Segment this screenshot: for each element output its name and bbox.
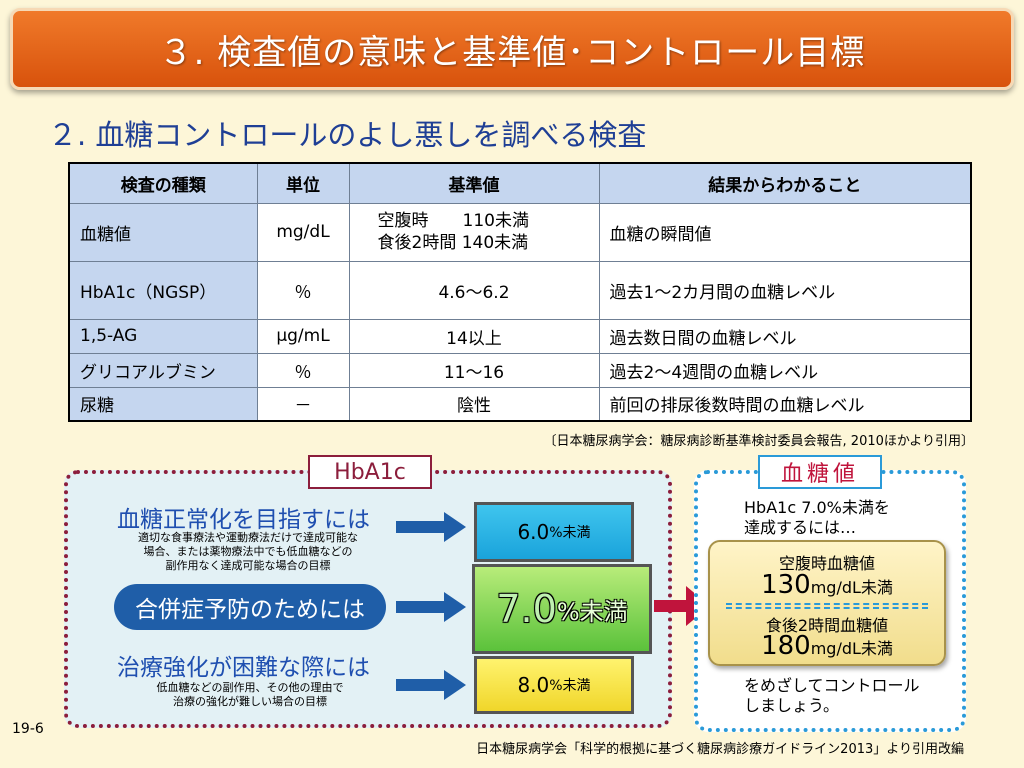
table-row: グリコアルブミン ％ 11～16 過去2～4週間の血糖レベル xyxy=(68,352,972,388)
target-difficult-unit: %未満 xyxy=(549,678,591,694)
target-difficult-value: 8.0 xyxy=(517,673,550,697)
cell-meaning: 血糖の瞬間値 xyxy=(598,202,972,262)
target-normal: 6.0 %未満 xyxy=(474,502,634,562)
glucose-intro: HbA1c 7.0%未満を 達成するには… xyxy=(744,498,890,538)
standard-postmeal: 食後2時間 140未満 xyxy=(377,233,529,253)
title-bar: ３. 検査値の意味と基準値･コントロール目標 xyxy=(10,8,1014,90)
difficult-note-line: 低血糖などの副作用、その他の理由で xyxy=(156,681,344,694)
glucose-goal-box: 空腹時血糖値 130mg/dL未満 食後2時間血糖値 180mg/dL未満 xyxy=(708,540,946,666)
cell-standard: 14以上 xyxy=(348,318,600,354)
target-complication-value: 7.0 xyxy=(496,587,557,631)
arrow-right-icon xyxy=(396,512,466,542)
source-citation: 日本糖尿病学会「科学的根拠に基づく糖尿病診療ガイドライン2013」より引用改編 xyxy=(476,742,964,757)
cell-type: 血糖値 xyxy=(68,202,258,262)
cell-standard: 11～16 xyxy=(348,352,600,388)
fasting-unit: mg/dL未満 xyxy=(810,578,893,597)
page-title: ３. 検査値の意味と基準値･コントロール目標 xyxy=(158,32,866,73)
cell-meaning: 過去2～4週間の血糖レベル xyxy=(598,352,972,388)
difficult-heading: 治療強化が困難な際には xyxy=(117,655,370,681)
cell-unit: μg/mL xyxy=(256,318,350,354)
target-difficult: 8.0 %未満 xyxy=(474,656,634,714)
normal-note-line: 場合、または薬物療法中でも低血糖などの xyxy=(143,545,353,558)
cell-unit: mg/dL xyxy=(256,202,350,262)
cell-unit: ％ xyxy=(256,352,350,388)
fasting-label: 空腹時血糖値 xyxy=(778,554,875,573)
header-standard: 基準値 xyxy=(348,162,600,204)
table-row: HbA1c（NGSP） ％ 4.6～6.2 過去1～2カ月間の血糖レベル xyxy=(68,260,972,320)
table-row: 尿糖 － 陰性 前回の排尿後数時間の血糖レベル xyxy=(68,386,972,422)
table-row: 血糖値 mg/dL 空腹時 110未満 食後2時間 140未満 血糖の瞬間値 xyxy=(68,202,972,262)
arrow-right-icon xyxy=(396,592,466,622)
target-complication-unit: %未満 xyxy=(556,597,628,626)
section-subtitle: ２. 血糖コントロールのよし悪しを調べる検査 xyxy=(48,118,647,152)
postmeal-label: 食後2時間血糖値 xyxy=(765,616,889,635)
target-normal-unit: %未満 xyxy=(549,525,591,541)
postmeal-unit: mg/dL未満 xyxy=(810,639,893,658)
difficult-note-line: 治療の強化が難しい場合の目標 xyxy=(173,695,327,708)
glucose-outro-line: しましょう。 xyxy=(744,696,840,715)
cell-standard: 4.6～6.2 xyxy=(348,260,600,320)
table-row: 1,5-AG μg/mL 14以上 過去数日間の血糖レベル xyxy=(68,318,972,354)
cell-type: 尿糖 xyxy=(68,386,258,422)
standard-fasting: 空腹時 110未満 xyxy=(377,211,529,231)
cell-standard: 空腹時 110未満 食後2時間 140未満 xyxy=(348,202,600,262)
postmeal-goal: 180mg/dL未満 xyxy=(710,631,944,661)
cell-unit: ％ xyxy=(256,260,350,320)
cell-meaning: 前回の排尿後数時間の血糖レベル xyxy=(598,386,972,422)
exam-table: 検査の種類 単位 基準値 結果からわかること 血糖値 mg/dL 空腹時 110… xyxy=(68,162,972,422)
header-unit: 単位 xyxy=(256,162,350,204)
postmeal-value: 180 xyxy=(761,631,811,661)
fasting-value: 130 xyxy=(761,570,811,600)
glucose-tag: 血糖値 xyxy=(758,455,882,489)
target-normal-value: 6.0 xyxy=(517,520,550,544)
difficult-note: 低血糖などの副作用、その他の理由で 治療の強化が難しい場合の目標 xyxy=(140,681,360,709)
header-type: 検査の種類 xyxy=(68,162,258,204)
page-number: 19-6 xyxy=(12,721,44,737)
goal-divider xyxy=(726,603,928,609)
cell-meaning: 過去1～2カ月間の血糖レベル xyxy=(598,260,972,320)
normal-note-line: 適切な食事療法や運動療法だけで達成可能な xyxy=(138,531,358,544)
arrow-right-icon xyxy=(396,670,466,700)
glucose-outro: をめざしてコントロール しましょう。 xyxy=(744,676,920,716)
cell-type: 1,5-AG xyxy=(68,318,258,354)
cell-type: グリコアルブミン xyxy=(68,352,258,388)
cell-standard: 陰性 xyxy=(348,386,600,422)
glucose-intro-line: HbA1c 7.0%未満を xyxy=(744,498,890,517)
table-citation: 〔日本糖尿病学会：糖尿病診断基準検討委員会報告, 2010ほかより引用〕 xyxy=(543,434,974,449)
cell-unit: － xyxy=(256,386,350,422)
table-header-row: 検査の種類 単位 基準値 結果からわかること xyxy=(68,162,972,204)
cell-type: HbA1c（NGSP） xyxy=(68,260,258,320)
complication-heading: 合併症予防のためには xyxy=(135,597,365,623)
fasting-goal: 130mg/dL未満 xyxy=(710,570,944,600)
header-meaning: 結果からわかること xyxy=(598,162,972,204)
glucose-intro-line: 達成するには… xyxy=(744,518,857,537)
normal-note: 適切な食事療法や運動療法だけで達成可能な 場合、または薬物療法中でも低血糖などの… xyxy=(118,531,378,573)
normal-note-line: 副作用なく達成可能な場合の目標 xyxy=(165,559,331,572)
complication-heading-pill: 合併症予防のためには xyxy=(114,584,386,630)
cell-meaning: 過去数日間の血糖レベル xyxy=(598,318,972,354)
target-complication: 7.0 %未満 xyxy=(472,564,652,654)
hba1c-tag: HbA1c xyxy=(308,455,432,489)
normal-heading: 血糖正常化を目指すには xyxy=(117,507,370,533)
glucose-outro-line: をめざしてコントロール xyxy=(744,676,920,695)
